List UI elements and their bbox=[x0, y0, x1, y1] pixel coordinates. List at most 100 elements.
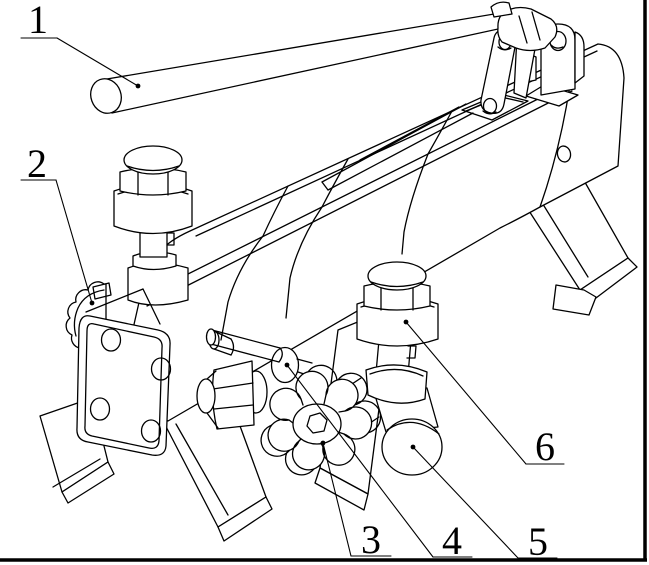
body-ridge-chamfer bbox=[146, 90, 573, 307]
side-hole bbox=[556, 145, 572, 163]
callout-leader bbox=[286, 364, 434, 558]
callout-leader bbox=[322, 442, 352, 557]
left-valve-dome bbox=[123, 145, 183, 175]
leg-front-left-edge bbox=[52, 458, 101, 488]
leg-front-left-foot bbox=[61, 461, 115, 504]
callout-leader bbox=[405, 321, 527, 465]
body-segment-line-c bbox=[401, 110, 453, 255]
handwheel-crease-7 bbox=[288, 419, 294, 424]
outlet-fitting bbox=[196, 330, 268, 430]
callout-dot bbox=[403, 319, 409, 325]
fitting-nose bbox=[196, 378, 216, 414]
pivot-lug-hole-shade bbox=[550, 44, 564, 49]
fitting-nose-line-2 bbox=[206, 412, 219, 429]
leg-mid-right-foot bbox=[314, 467, 369, 511]
front-end bbox=[65, 281, 172, 456]
handwheel-hex-hole bbox=[306, 412, 328, 434]
piston-rod-edge-2 bbox=[327, 112, 474, 191]
callout-6: 6 bbox=[403, 319, 565, 469]
callout-2: 2 bbox=[20, 141, 95, 306]
t-handle-bar-top bbox=[211, 329, 281, 349]
callout-leader bbox=[55, 179, 93, 304]
callout-number: 5 bbox=[528, 519, 548, 564]
callout-dot bbox=[89, 300, 95, 306]
handle-linkage bbox=[90, 1, 585, 191]
fitting-nose-line-1 bbox=[206, 370, 217, 380]
callout-number: 6 bbox=[535, 424, 555, 469]
pivot-lug-side bbox=[574, 31, 585, 84]
stud-line-1 bbox=[213, 330, 232, 340]
body-segment-line-a bbox=[220, 185, 289, 341]
body-left-top-edge-2 bbox=[142, 288, 161, 325]
body-left-top-edge-1 bbox=[85, 288, 144, 313]
callout-number: 3 bbox=[361, 517, 381, 562]
handle-clevis-jaw-1 bbox=[518, 15, 528, 44]
leg-right-foot-front bbox=[552, 284, 597, 316]
plate-hole-3 bbox=[89, 397, 111, 421]
leg-right-edge bbox=[535, 192, 589, 278]
callout-number: 4 bbox=[442, 518, 462, 563]
callout-5: 5 bbox=[410, 444, 558, 564]
callout-3: 3 bbox=[320, 440, 392, 562]
handwheel-crease-6 bbox=[298, 438, 302, 442]
callout-dot bbox=[320, 440, 326, 446]
callout-leader bbox=[56, 37, 139, 87]
right-valve-dome bbox=[367, 261, 427, 291]
piston-rod-tip bbox=[321, 181, 329, 191]
relief-valve-left bbox=[113, 145, 193, 306]
front-plate bbox=[76, 315, 171, 456]
t-handle-end bbox=[278, 347, 283, 363]
handwheel-crease-1 bbox=[300, 398, 304, 406]
right-valve-stem-tab bbox=[406, 345, 417, 359]
handle-end-cap bbox=[90, 78, 122, 114]
vent-valve-stem-1 bbox=[296, 358, 313, 364]
plate-hole-1 bbox=[100, 328, 122, 352]
callout-4: 4 bbox=[284, 362, 473, 563]
right-valve-dome-inner bbox=[370, 281, 424, 288]
handle-clevis-jaw-2 bbox=[531, 11, 541, 41]
right-valve-collar bbox=[365, 364, 428, 404]
handwheel-crease-2 bbox=[323, 394, 327, 405]
stud-end bbox=[230, 338, 235, 356]
callout-dot bbox=[410, 444, 416, 450]
callout-leader bbox=[412, 446, 519, 559]
left-valve-dome-inner bbox=[126, 165, 180, 172]
t-handle-bar-bottom bbox=[210, 343, 280, 363]
callout-number: 2 bbox=[27, 141, 47, 186]
fitting-hex-facet-2 bbox=[213, 404, 254, 410]
t-handle-cap bbox=[205, 328, 217, 346]
callout-dot bbox=[284, 362, 290, 368]
handle-clevis-tab bbox=[490, 1, 513, 18]
handwheel-hub bbox=[292, 403, 342, 445]
callouts: 1 2 3 4 5 6 bbox=[20, 0, 565, 564]
callout-number: 1 bbox=[28, 0, 48, 42]
plate-hole-4 bbox=[140, 419, 162, 443]
link-hole-top-shade bbox=[497, 46, 512, 51]
handwheel-crease-4 bbox=[337, 431, 345, 435]
piston-rod-edge-1 bbox=[321, 103, 467, 183]
left-valve-stem-tab bbox=[166, 232, 175, 246]
leg-front-mid-foot bbox=[217, 496, 273, 542]
piston-rod-inner bbox=[359, 106, 460, 161]
body-top-front-ridge bbox=[139, 82, 571, 299]
body-segment-line-b bbox=[285, 158, 349, 319]
side-knob-slot bbox=[92, 282, 112, 300]
handwheel-back-rim bbox=[304, 364, 382, 434]
stud-line-2 bbox=[213, 348, 232, 356]
fitting-hex bbox=[211, 360, 255, 430]
plate-hole-2 bbox=[150, 357, 172, 381]
callout-dot bbox=[135, 83, 141, 89]
right-valve-collar-rim bbox=[369, 368, 424, 377]
leg-front-mid-edge bbox=[175, 423, 229, 516]
callout-1: 1 bbox=[20, 0, 141, 89]
front-plate-inner bbox=[84, 323, 163, 449]
handwheel-crease-3 bbox=[338, 410, 346, 413]
fitting-hex-facet-1 bbox=[212, 382, 254, 390]
pivot-bracket-base bbox=[525, 84, 579, 107]
outlet-cylinder-rim bbox=[386, 421, 440, 435]
handwheel-rim-edge-1 bbox=[351, 377, 362, 385]
link-hole-bottom-shade bbox=[482, 110, 497, 115]
handle-bar bbox=[100, 10, 522, 114]
